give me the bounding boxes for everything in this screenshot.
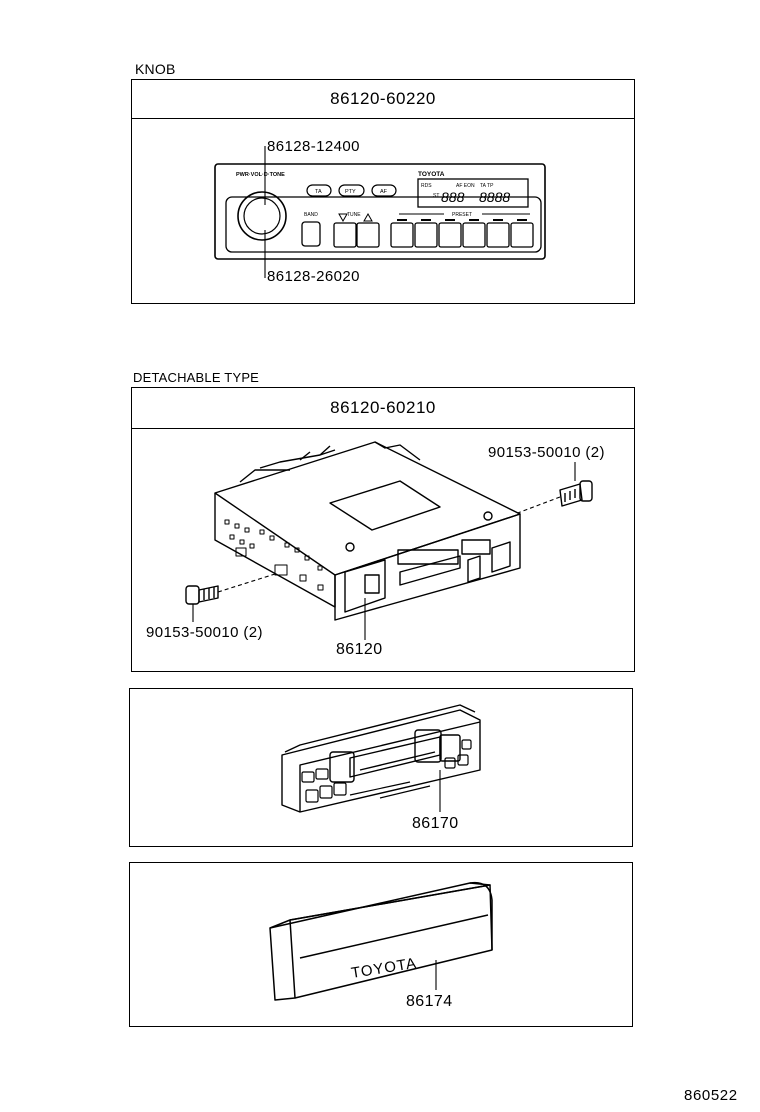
detachable-part-number: 86120-60210 xyxy=(132,388,634,429)
band-label: BAND xyxy=(304,212,318,218)
install-line-left xyxy=(217,573,276,593)
display-af-eon: AF EON xyxy=(456,183,475,189)
ta-button xyxy=(306,184,332,197)
tune-label: TUNE xyxy=(347,212,361,218)
faceplate-body xyxy=(281,709,481,813)
af-button xyxy=(371,184,397,197)
callout-faceplate: 86170 xyxy=(412,815,459,832)
callout-knob-bottom: 86128-26020 xyxy=(267,268,360,285)
faceplate-inner xyxy=(225,196,542,253)
unit-top-label xyxy=(329,480,441,531)
section-label-knob: KNOB xyxy=(135,61,176,77)
knob-label: PWR·VOL·D·TONE xyxy=(236,172,285,178)
tune-up-arrow xyxy=(363,212,373,222)
knob-part-number: 86120-60220 xyxy=(132,80,634,119)
tune-up-button xyxy=(356,222,380,248)
case-top xyxy=(269,882,491,929)
pty-button xyxy=(338,184,365,197)
faceplate-knob-left xyxy=(329,751,355,783)
case-face xyxy=(289,884,493,999)
callout-screw-right: 90153-50010 (2) xyxy=(488,444,605,461)
display-digits-left: 888 xyxy=(441,189,465,205)
callout-knob-top: 86128-12400 xyxy=(267,138,360,155)
unit-connector xyxy=(364,574,380,594)
callout-unit: 86120 xyxy=(336,641,383,658)
volume-knob-inner xyxy=(243,197,281,235)
install-line-right xyxy=(514,496,561,515)
diagram-code: 860522 xyxy=(684,1087,738,1104)
preset-buttons xyxy=(390,222,534,248)
display-st: ST xyxy=(433,193,439,199)
preset-label: PRESET xyxy=(452,212,472,218)
unit-front-face xyxy=(334,513,521,621)
tune-down-arrow xyxy=(338,213,348,223)
detachable-panel: 86120-60210 xyxy=(131,387,635,672)
display-ta-tp: TA TP xyxy=(480,183,494,189)
callout-screw-left: 90153-50010 (2) xyxy=(146,624,263,641)
knob-panel: 86120-60220 xyxy=(131,79,635,304)
screw-right xyxy=(559,480,593,507)
volume-knob xyxy=(237,191,287,241)
section-label-detachable: DETACHABLE TYPE xyxy=(133,370,260,385)
display-window xyxy=(417,178,529,208)
band-button xyxy=(301,221,321,247)
af-button-label: AF xyxy=(380,189,388,195)
callout-case: 86174 xyxy=(406,993,453,1010)
display-digits-right: 8888 xyxy=(479,189,510,205)
case-panel xyxy=(129,862,633,1027)
tune-down-button xyxy=(333,222,357,248)
faceplate-panel xyxy=(129,688,633,847)
pty-button-label: PTY xyxy=(345,189,356,195)
case-front xyxy=(269,919,296,1001)
case-brand: TOYOTA xyxy=(350,955,418,982)
display-rds: RDS xyxy=(421,183,432,189)
ta-button-label: TA xyxy=(315,189,322,195)
faceplate-knob-right xyxy=(414,729,442,763)
faceplate-brand: TOYOTA xyxy=(418,171,445,178)
faceplate-outline xyxy=(214,163,546,260)
